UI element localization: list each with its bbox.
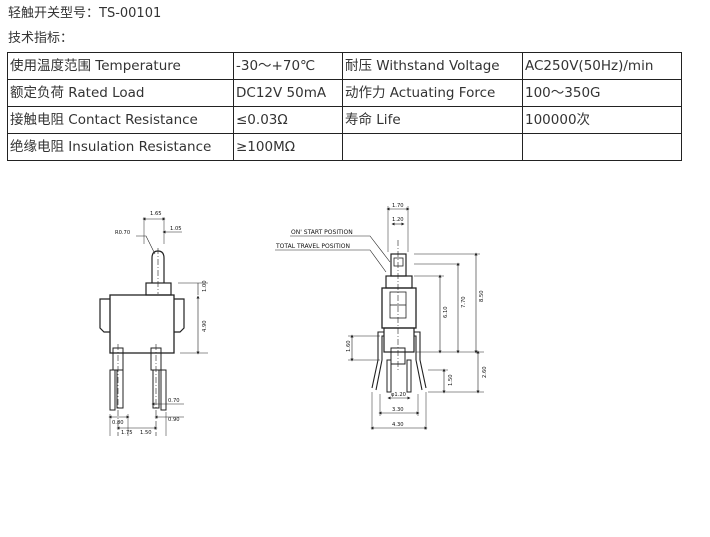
spec-cell: DC12V 50mA xyxy=(233,79,343,107)
dim-label: 0.90 xyxy=(168,417,180,423)
dim-label: 1.00 xyxy=(202,280,208,292)
dim-label: R0.70 xyxy=(115,230,130,236)
dim-label: 0.70 xyxy=(168,398,180,404)
on-start-position-label: ON' START POSITION xyxy=(291,229,353,236)
spec-heading: 技术指标： xyxy=(8,31,74,46)
spec-cell: 动作力 Actuating Force xyxy=(342,79,523,107)
spec-cell: 绝缘电阻 Insulation Resistance xyxy=(7,133,234,161)
spec-cell: 接触电阻 Contact Resistance xyxy=(7,106,234,134)
drawing-side-view xyxy=(99,217,208,436)
dim-label: 6.10 xyxy=(443,306,449,318)
dim-label: 0.80 xyxy=(112,420,124,426)
spec-table: 使用温度范围 Temperature -30～+70℃ 耐压 Withstand… xyxy=(7,52,682,161)
dim-label: 4.90 xyxy=(202,320,208,332)
spec-cell: ≥100MΩ xyxy=(233,133,343,161)
dim-label: 1.20 xyxy=(392,217,404,223)
dim-label: 3.30 xyxy=(392,407,404,413)
dim-label: 1.65 xyxy=(150,211,162,217)
drawing-front-view xyxy=(275,206,484,430)
dim-label: 1.05 xyxy=(170,226,182,232)
spec-cell: 使用温度范围 Temperature xyxy=(7,52,234,80)
table-row: 绝缘电阻 Insulation Resistance ≥100MΩ xyxy=(7,133,682,161)
drawing-front-view-labels: ON' START POSITION TOTAL TRAVEL POSITION… xyxy=(275,203,488,428)
dim-label: φ1.20 xyxy=(391,392,406,398)
drawing-side-view-labels: 1.65 R0.70 1.05 1.00 4.90 0.80 0.70 0.90… xyxy=(112,211,208,436)
table-row: 使用温度范围 Temperature -30～+70℃ 耐压 Withstand… xyxy=(7,52,682,80)
table-row: 额定负荷 Rated Load DC12V 50mA 动作力 Actuating… xyxy=(7,79,682,107)
dim-label: 1.50 xyxy=(140,430,152,436)
dim-label: 2.60 xyxy=(482,366,488,378)
model-title: 轻触开关型号：TS-00101 xyxy=(8,6,162,21)
spec-cell xyxy=(522,133,682,161)
dim-label: 1.60 xyxy=(346,340,352,352)
dim-label: 1.70 xyxy=(392,203,404,209)
spec-cell: 耐压 Withstand Voltage xyxy=(342,52,523,80)
dim-label: 4.30 xyxy=(392,422,404,428)
dim-label: 8.50 xyxy=(479,290,485,302)
dim-label: 1.50 xyxy=(448,374,454,386)
spec-cell: ≤0.03Ω xyxy=(233,106,343,134)
spec-cell: 额定负荷 Rated Load xyxy=(7,79,234,107)
spec-cell: 100～350G xyxy=(522,79,682,107)
spec-cell: AC250V(50Hz)/min xyxy=(522,52,682,80)
spec-cell xyxy=(342,133,523,161)
total-travel-position-label: TOTAL TRAVEL POSITION xyxy=(275,243,350,250)
dim-label: 1.75 xyxy=(121,430,133,436)
dim-label: 7.70 xyxy=(461,296,467,308)
